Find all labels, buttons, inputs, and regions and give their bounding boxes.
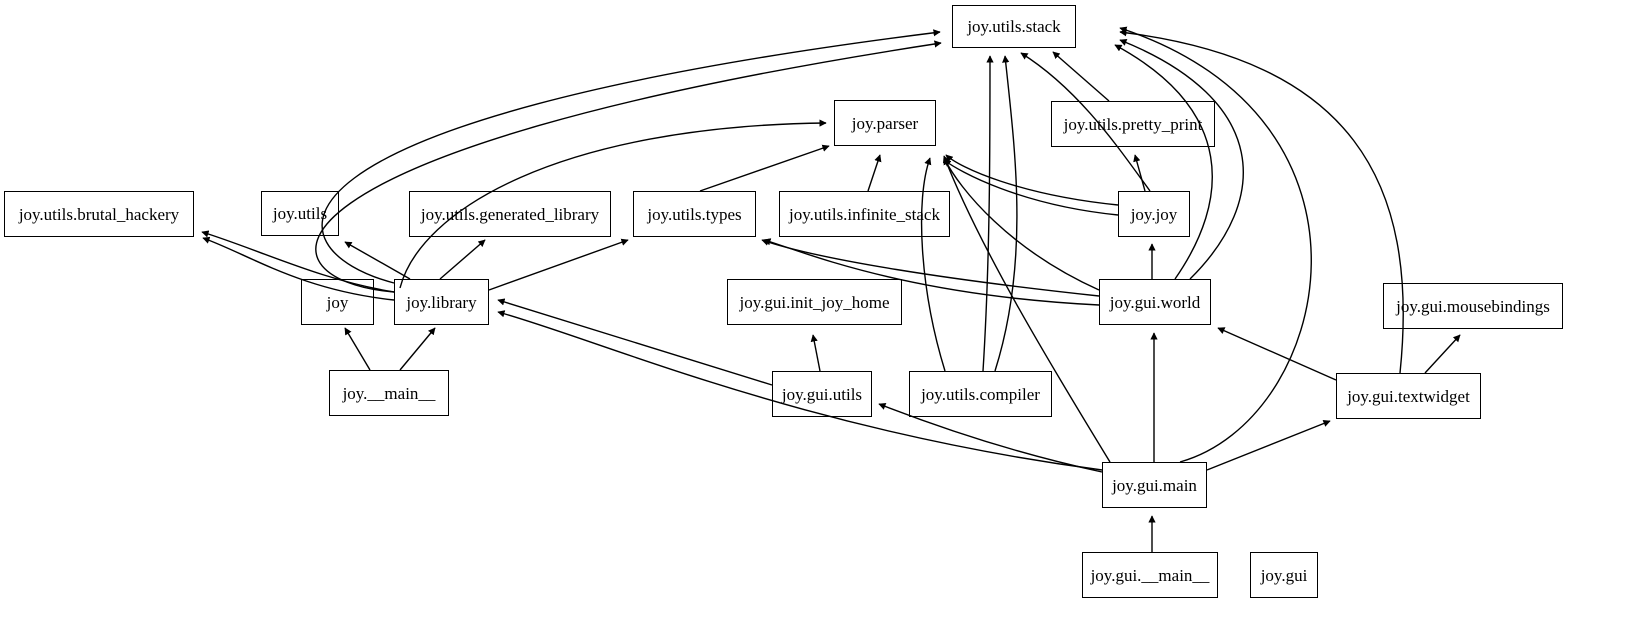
graph-node-label: joy.gui.init_joy_home [739, 292, 890, 312]
graph-node-joy[interactable]: joy [301, 279, 374, 325]
graph-node-mousebindings[interactable]: joy.gui.mousebindings [1383, 283, 1563, 329]
graph-node-label: joy.utils.infinite_stack [789, 204, 940, 224]
graph-node-label: joy.parser [851, 113, 919, 133]
graph-node-world[interactable]: joy.gui.world [1099, 279, 1211, 325]
graph-node-label: joy.utils.compiler [921, 384, 1040, 404]
graph-node-library[interactable]: joy.library [394, 279, 489, 325]
graph-node-joyjoy[interactable]: joy.joy [1118, 191, 1190, 237]
graph-node-label: joy.gui.mousebindings [1396, 296, 1550, 316]
graph-node-label: joy.gui.world [1109, 292, 1201, 312]
graph-node-compiler[interactable]: joy.utils.compiler [909, 371, 1052, 417]
graph-node-textwidget[interactable]: joy.gui.textwidget [1336, 373, 1481, 419]
graph-node-label: joy.utils.generated_library [420, 204, 600, 224]
graph-node-gui_utils[interactable]: joy.gui.utils [772, 371, 872, 417]
graph-node-init_joy_home[interactable]: joy.gui.init_joy_home [727, 279, 902, 325]
graph-node-label: joy.utils.types [647, 204, 742, 224]
graph-node-label: joy.gui.textwidget [1347, 386, 1470, 406]
graph-node-label: joy.utils.pretty_print [1063, 114, 1203, 134]
graph-node-label: joy.joy [1130, 204, 1178, 224]
graph-node-label: joy.gui.__main__ [1090, 565, 1210, 585]
graph-node-infinite_stack[interactable]: joy.utils.infinite_stack [779, 191, 950, 237]
graph-node-label: joy.utils.brutal_hackery [18, 204, 180, 224]
graph-node-utils[interactable]: joy.utils [261, 191, 339, 236]
graph-node-gui[interactable]: joy.gui [1250, 552, 1318, 598]
graph-node-pretty_print[interactable]: joy.utils.pretty_print [1051, 101, 1215, 147]
graph-node-label: joy.__main__ [342, 383, 436, 403]
graph-node-label: joy.utils.stack [967, 17, 1061, 36]
graph-node-joy_main[interactable]: joy.__main__ [329, 370, 449, 416]
graph-node-generated_library[interactable]: joy.utils.generated_library [409, 191, 611, 237]
graph-node-gui_main[interactable]: joy.gui.main [1102, 462, 1207, 508]
graph-node-parser[interactable]: joy.parser [834, 100, 936, 146]
graph-node-brutal_hackery[interactable]: joy.utils.brutal_hackery [4, 191, 194, 237]
graph-node-label: joy.gui.utils [781, 384, 863, 404]
graph-node-label: joy.gui.main [1112, 475, 1197, 495]
graph-node-label: joy [326, 292, 349, 312]
graph-node-gui_dunder_main[interactable]: joy.gui.__main__ [1082, 552, 1218, 598]
graph-node-label: joy.library [406, 292, 477, 312]
graph-node-stack[interactable]: joy.utils.stack [952, 5, 1076, 48]
graph-node-label: joy.gui [1260, 565, 1308, 585]
graph-node-types[interactable]: joy.utils.types [633, 191, 756, 237]
graph-node-label: joy.utils [272, 204, 328, 223]
